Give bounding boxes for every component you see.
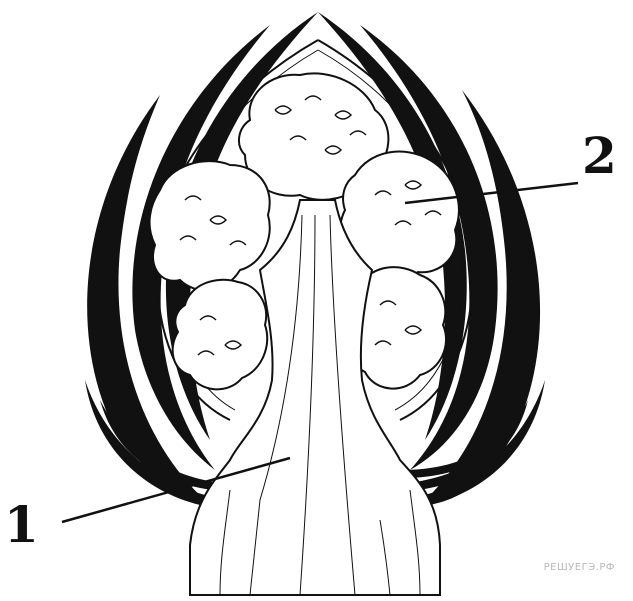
watermark: РЕШУЕГЭ.РФ	[544, 562, 615, 573]
callout-label-1: 1	[4, 500, 39, 550]
callout-label-2: 2	[582, 131, 617, 181]
primordium-left	[150, 161, 270, 290]
